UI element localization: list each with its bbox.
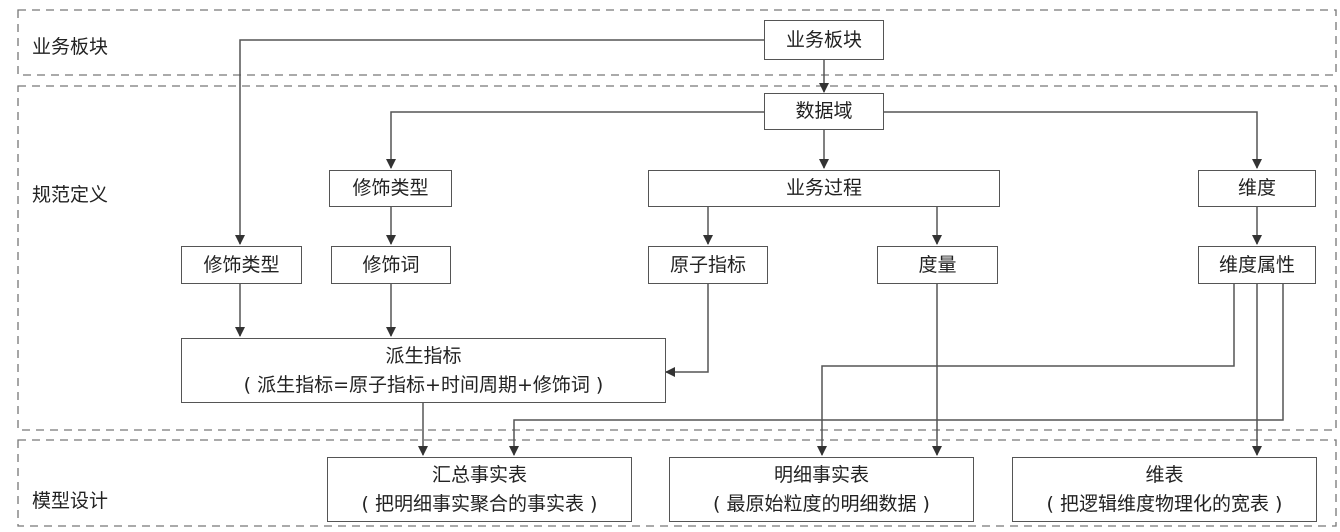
detail-fact-table-title: 明细事实表 bbox=[773, 464, 869, 486]
lane-business-border bbox=[17, 9, 1337, 76]
node-modifier-type-upper: 修饰类型 bbox=[329, 170, 452, 207]
lane-spec-border bbox=[17, 85, 1337, 431]
lane-label-spec: 规范定义 bbox=[32, 184, 109, 206]
node-atomic-metric: 原子指标 bbox=[648, 246, 768, 284]
node-data-domain: 数据域 bbox=[764, 93, 884, 130]
detail-fact-table-desc: ( 最原始粒度的明细数据 ) bbox=[713, 492, 930, 515]
node-measure: 度量 bbox=[877, 246, 998, 284]
node-dimension-attribute: 维度属性 bbox=[1198, 246, 1316, 284]
lane-label-business: 业务板块 bbox=[32, 36, 109, 58]
node-modifier-type-left: 修饰类型 bbox=[181, 246, 302, 284]
edge-atomic-to-derived bbox=[665, 284, 709, 377]
edge-sector-to-modtype-left bbox=[235, 39, 764, 245]
edge-domain-to-dimension bbox=[884, 111, 1262, 169]
lane-model-border bbox=[17, 439, 1337, 527]
node-business-sector: 业务板块 bbox=[764, 20, 884, 60]
edge-attribute-to-detail bbox=[817, 284, 1235, 456]
dimension-table-title: 维表 bbox=[1145, 464, 1184, 486]
node-modifier-word: 修饰词 bbox=[331, 246, 451, 284]
lane-label-model: 模型设计 bbox=[32, 490, 109, 512]
node-dimension-table: 维表 ( 把逻辑维度物理化的宽表 ) bbox=[1012, 457, 1317, 522]
node-business-process: 业务过程 bbox=[648, 170, 1000, 207]
summary-fact-table-title: 汇总事实表 bbox=[431, 464, 527, 486]
summary-fact-table-desc: ( 把明细事实聚合的事实表 ) bbox=[361, 492, 598, 515]
dimension-table-desc: ( 把逻辑维度物理化的宽表 ) bbox=[1046, 492, 1283, 515]
node-summary-fact-table: 汇总事实表 ( 把明细事实聚合的事实表 ) bbox=[327, 457, 632, 522]
edge-attribute-to-summary bbox=[509, 284, 1284, 456]
lane-borders bbox=[17, 9, 1337, 527]
node-derived-metric: 派生指标 ( 派生指标=原子指标+时间周期+修饰词 ) bbox=[181, 338, 666, 403]
derived-metric-title: 派生指标 bbox=[385, 345, 462, 367]
edge-domain-to-modtype-upper bbox=[386, 111, 764, 169]
node-dimension: 维度 bbox=[1198, 170, 1316, 207]
derived-metric-formula: ( 派生指标=原子指标+时间周期+修饰词 ) bbox=[243, 373, 604, 396]
node-detail-fact-table: 明细事实表 ( 最原始粒度的明细数据 ) bbox=[669, 457, 974, 522]
